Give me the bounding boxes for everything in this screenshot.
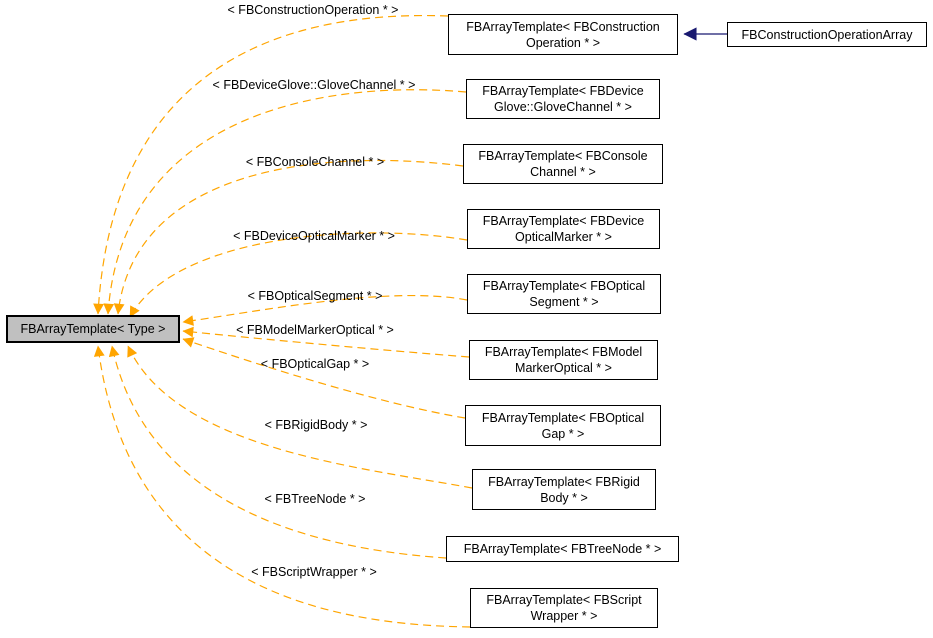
instantiation-node[interactable]: FBArrayTemplate< FBRigid Body * >: [472, 469, 656, 510]
derived-class-node[interactable]: FBConstructionOperationArray: [727, 22, 927, 47]
instantiation-edge-2: [113, 159, 464, 315]
instantiation-node[interactable]: FBArrayTemplate< FBTreeNode * >: [446, 536, 679, 562]
edge-label: < FBModelMarkerOptical * >: [236, 323, 394, 337]
instantiation-edge-7: [127, 345, 473, 489]
instantiation-node[interactable]: FBArrayTemplate< FBModel MarkerOptical *…: [469, 340, 658, 380]
edge-label: < FBOpticalGap * >: [260, 357, 370, 371]
edge-label: < FBRigidBody * >: [264, 418, 368, 432]
instantiation-node[interactable]: FBArrayTemplate< FBConsole Channel * >: [463, 144, 663, 184]
edge-label: < FBDeviceOpticalMarker * >: [233, 229, 395, 243]
template-class-node: FBArrayTemplate< Type >: [6, 315, 180, 343]
instantiation-node[interactable]: FBArrayTemplate< FBOptical Gap * >: [465, 405, 661, 446]
instantiation-edge-6: [182, 337, 466, 419]
instantiation-node[interactable]: FBArrayTemplate< FBConstruction Operatio…: [448, 14, 678, 55]
instantiation-edge-9: [93, 345, 471, 628]
edge-label: < FBTreeNode * >: [264, 492, 366, 506]
edge-label: < FBConsoleChannel * >: [245, 155, 385, 169]
edge-label: < FBScriptWrapper * >: [251, 565, 377, 579]
instantiation-node[interactable]: FBArrayTemplate< FBDevice Glove::GloveCh…: [466, 79, 660, 119]
edge-label: < FBConstructionOperation * >: [227, 3, 399, 17]
instantiation-edge-4: [182, 295, 468, 326]
instantiation-node[interactable]: FBArrayTemplate< FBScript Wrapper * >: [470, 588, 658, 628]
instantiation-node[interactable]: FBArrayTemplate< FBDevice OpticalMarker …: [467, 209, 660, 249]
instantiation-node[interactable]: FBArrayTemplate< FBOptical Segment * >: [467, 274, 661, 314]
instantiation-edge-8: [108, 345, 447, 559]
instantiation-edge-3: [129, 232, 468, 318]
edge-label: < FBDeviceGlove::GloveChannel * >: [212, 78, 416, 92]
instantiation-edge-1: [103, 89, 467, 315]
instantiation-edge-0: [93, 14, 449, 315]
edge-label: < FBOpticalSegment * >: [247, 289, 383, 303]
